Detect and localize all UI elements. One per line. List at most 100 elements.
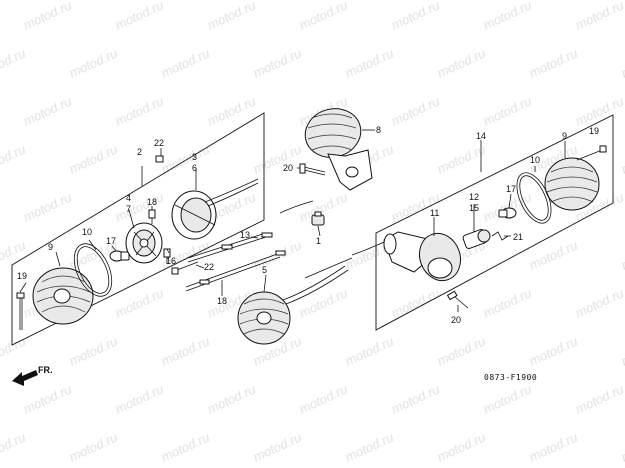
watermark-text: motod.ru [297,0,350,33]
left-bulb-17 [109,250,130,262]
watermark-text: motod.ru [113,0,166,33]
right-screw-19 [576,145,607,161]
watermark-text: motod.ru [435,429,488,464]
center-cable-right [304,257,353,279]
callout-19-right: 19 [589,126,599,136]
watermark-text: motod.ru [343,45,396,80]
watermark-text: motod.ru [0,333,28,368]
callout-17-right: 17 [506,184,516,194]
callout-9-right: 9 [562,131,567,141]
callout-20-right: 20 [451,315,461,325]
watermark-text: motod.ru [527,45,580,80]
callout-20-top: 20 [283,163,293,173]
watermark-text: motod.ru [159,45,212,80]
callout-1: 1 [316,236,321,246]
left-screw-22-bottom [171,261,199,275]
watermark-text: motod.ru [251,429,304,464]
front-direction-arrow [12,370,38,386]
callout-3: 3 [192,152,197,162]
watermark-text: motod.ru [21,93,74,128]
callout-17-left: 17 [106,236,116,246]
callout-19-left: 19 [17,271,27,281]
watermark-text: motod.ru [67,333,120,368]
left-assembly-frame [11,112,265,346]
watermark-text: motod.ru [343,333,396,368]
top-housing-8 [304,108,373,191]
watermark-text: motod.ru [481,189,534,224]
watermark-text: motod.ru [113,189,166,224]
watermark-text: motod.ru [435,45,488,80]
right-bolt-20 [446,290,469,309]
right-gasket-10 [516,172,552,224]
callout-11: 11 [430,208,439,218]
right-lens-9 [544,157,600,211]
watermark-text: motod.ru [619,429,625,464]
watermark-text: motod.ru [0,237,28,272]
callout-18-top: 18 [147,197,157,207]
callout-9-left: 9 [48,242,53,252]
watermark-text: motod.ru [297,381,350,416]
watermark-text: motod.ru [21,0,74,33]
left-lens-9 [32,267,94,325]
callout-22-bottom: 22 [204,262,214,272]
callout-6: 6 [192,163,197,173]
right-wiring [351,241,385,256]
watermark-text: motod.ru [435,141,488,176]
top-bolt-20 [299,163,326,176]
watermark-text: motod.ru [251,45,304,80]
watermark-text: motod.ru [619,141,625,176]
watermark-text: motod.ru [481,0,534,33]
watermark-text: motod.ru [67,45,120,80]
leader-lines [19,129,566,312]
watermark-text: motod.ru [159,429,212,464]
watermark-text: motod.ru [573,285,625,320]
watermark-text: motod.ru [619,333,625,368]
callout-4: 4 [126,193,131,203]
center-lamp-5 [237,265,349,345]
watermark-text: motod.ru [205,0,258,33]
watermark-text: motod.ru [67,429,120,464]
callout-16: 16 [166,256,176,266]
figure-code: 0873-F1900 [484,373,537,382]
watermark-text: motod.ru [481,93,534,128]
watermark-text: motod.ru [527,237,580,272]
watermark-text: motod.ru [67,141,120,176]
watermark-text: motod.ru [0,141,28,176]
watermark-text: motod.ru [389,285,442,320]
callout-2: 2 [137,147,142,157]
left-base-case [171,190,217,240]
callout-labels: 2 22 3 6 4 7 18 10 17 16 9 19 22 13 1 5 … [17,125,599,325]
right-bulb-17 [498,207,517,219]
right-housing-11 [383,231,462,282]
left-screw-19 [16,292,25,330]
watermark-text: motod.ru [21,381,74,416]
callout-18: 18 [217,296,227,306]
watermark-text: motod.ru [573,0,625,33]
watermark-text: motod.ru [527,333,580,368]
watermark-text: motod.ru [205,93,258,128]
callout-5: 5 [262,265,267,275]
right-assembly-frame [375,114,614,331]
watermark-text: motod.ru [573,381,625,416]
right-clip-21 [491,231,509,241]
direction-label: FR. [38,365,53,375]
watermark-text: motod.ru [343,429,396,464]
watermark-text: motod.ru [573,93,625,128]
watermark-text: motod.ru [481,285,534,320]
watermark-text: motod.ru [619,237,625,272]
watermark-text: motod.ru [389,381,442,416]
callout-12: 12 [469,192,479,202]
left-screw-18-top [148,209,156,224]
callout-21: 21 [513,232,523,242]
center-grommet-1 [311,211,325,226]
center-harness-18 [185,250,286,292]
watermark-text: motod.ru [159,333,212,368]
watermark-text: motod.ru [0,45,28,80]
callout-15: 15 [469,203,479,213]
watermark-text: motod.ru [389,0,442,33]
watermark-text: motod.ru [0,429,28,464]
watermark-text: motod.ru [481,381,534,416]
callout-14: 14 [476,131,486,141]
